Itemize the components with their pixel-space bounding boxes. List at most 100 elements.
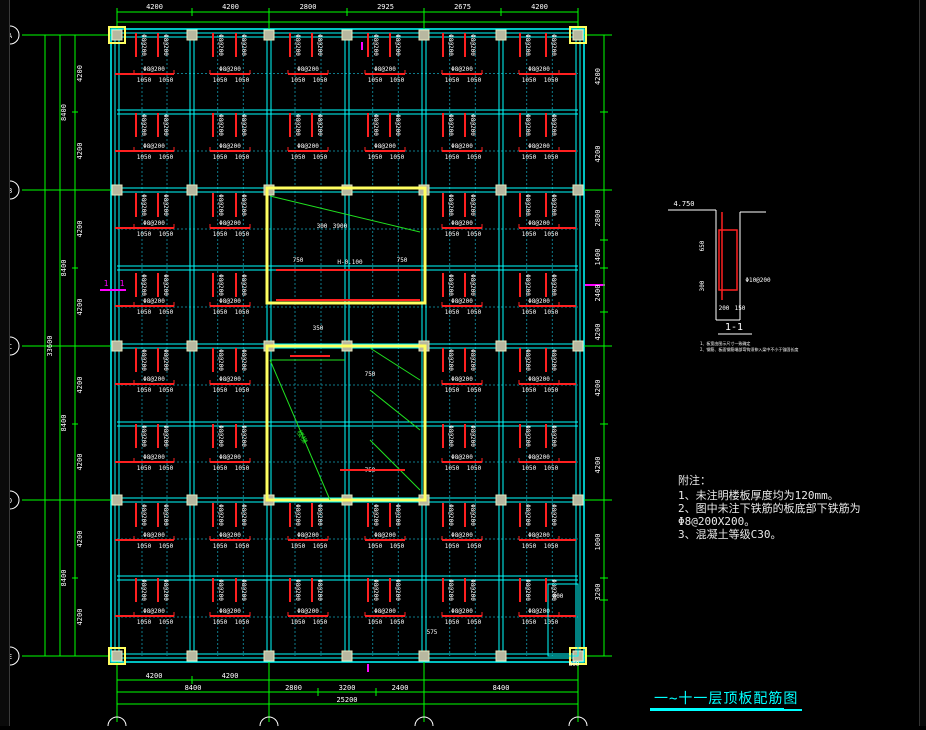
rebar-length: 1050: [445, 465, 460, 472]
rebar-v-spec: Φ8@200: [162, 114, 169, 136]
right-scroll-strip[interactable]: [919, 0, 926, 726]
column: [572, 29, 584, 41]
rebar-spec: Φ8@200: [297, 608, 319, 615]
rebar-v-spec: Φ8@200: [550, 114, 557, 136]
rebar-v-spec: Φ8@200: [140, 425, 147, 447]
rebar-spec: Φ8@200: [451, 298, 473, 305]
right-dim: 2800: [594, 210, 602, 227]
bottom-dim-1: 4200: [222, 672, 239, 680]
rebar-v-spec: Φ8@200: [316, 504, 323, 526]
rebar-length: 1050: [159, 543, 174, 550]
column: [186, 29, 198, 41]
column: [418, 650, 430, 662]
left-dim: 4200: [76, 65, 84, 82]
sheet-title: 一~十一层顶板配筋图: [650, 688, 803, 711]
column: [341, 184, 353, 196]
rebar-spec: Φ8@200: [219, 298, 241, 305]
rebar-v-spec: Φ8@200: [162, 34, 169, 56]
note-line-3: 3、混凝土等级C30。: [678, 528, 782, 541]
stair-line: [269, 195, 421, 233]
rebar-v-spec: Φ8@200: [447, 425, 454, 447]
rebar-v-spec: Φ8@200: [240, 425, 247, 447]
rebar-length: 1050: [159, 231, 174, 238]
rebar-v-spec: Φ8@200: [316, 579, 323, 601]
rebar-v-spec: Φ8@200: [217, 114, 224, 136]
rebar-length: 1050: [235, 543, 250, 550]
rebar-spec: Φ8@200: [451, 220, 473, 227]
rebar-v-spec: Φ8@200: [550, 194, 557, 216]
section-note-2: 2、钢筋、板面钢筋端部弯钩须伸入梁中不小于锚固长度: [700, 346, 798, 352]
rebar-v-spec: Φ8@200: [524, 274, 531, 296]
rebar-v-spec: Φ8@200: [140, 194, 147, 216]
right-dim: 4200: [594, 380, 602, 397]
rebar-length: 1050: [390, 154, 405, 161]
rebar-spec: Φ8@200: [451, 376, 473, 383]
section-mark-label: 1: [120, 279, 125, 288]
section-dim: 150: [735, 305, 746, 312]
drawing-notes: 附注： 1、未注明楼板厚度均为120mm。 2、图中未注下铁筋的板底部下铁筋为Φ…: [678, 474, 926, 541]
corner-column: [108, 647, 126, 665]
rebar-length: 1050: [467, 231, 482, 238]
rebar-v-spec: Φ8@200: [524, 425, 531, 447]
core-rebar-len: 750: [365, 371, 376, 378]
rebar-spec: Φ8@200: [219, 532, 241, 539]
rebar-length: 1050: [368, 77, 383, 84]
rebar-spec: Φ8@200: [219, 376, 241, 383]
rebar-spec: Φ8@200: [219, 454, 241, 461]
rebar-length: 1050: [368, 154, 383, 161]
section-title: 1-1: [725, 322, 743, 333]
rebar-v-spec: Φ8@200: [524, 34, 531, 56]
rebar-spec: Φ8@200: [297, 532, 319, 539]
rebar-length: 1050: [213, 387, 228, 394]
column: [495, 340, 507, 352]
rebar-v-spec: Φ8@200: [217, 34, 224, 56]
rebar-length: 1050: [235, 154, 250, 161]
rebar-length: 1050: [522, 154, 537, 161]
opening-dim: 800: [553, 593, 564, 600]
top-dim: 4200: [222, 3, 239, 11]
column: [263, 184, 275, 196]
left-dim-8400: 8400: [60, 260, 68, 277]
stair-label: 楼梯: [295, 428, 310, 445]
rebar-v-spec: Φ8@200: [469, 34, 476, 56]
rebar-length: 1050: [445, 387, 460, 394]
rebar-length: 1050: [137, 309, 152, 316]
rebar-spec: Φ8@200: [219, 143, 241, 150]
rebar-v-spec: Φ8@200: [162, 194, 169, 216]
rebar-length: 1050: [235, 465, 250, 472]
rebar-length: 1050: [390, 543, 405, 550]
bottom-dim-2: 3200: [339, 684, 356, 692]
rebar-v-spec: Φ8@200: [240, 114, 247, 136]
corner-column: [108, 26, 126, 44]
section-rebar-label: Φ10@200: [745, 277, 771, 284]
note-line-2: 2、图中未注下铁筋的板底部下铁筋为Φ8@200X200。: [678, 502, 861, 528]
rebar-v-spec: Φ8@200: [550, 579, 557, 601]
rebar-v-spec: Φ8@200: [550, 349, 557, 371]
rebar-v-spec: Φ8@200: [240, 579, 247, 601]
rebar-v-spec: Φ8@200: [240, 274, 247, 296]
rebar-length: 1050: [544, 387, 559, 394]
rebar-v-spec: Φ8@200: [294, 34, 301, 56]
rebar-length: 1050: [213, 465, 228, 472]
rebar-length: 1050: [544, 465, 559, 472]
rebar-spec: Φ8@200: [374, 66, 396, 73]
column: [495, 184, 507, 196]
rebar-length: 1050: [213, 231, 228, 238]
rebar-spec: Φ8@200: [143, 143, 165, 150]
rebar-length: 1050: [522, 387, 537, 394]
shaft-opening: [547, 583, 579, 657]
bottom-dim-2: 8400: [493, 684, 510, 692]
section-dim: 200: [719, 305, 730, 312]
column: [495, 29, 507, 41]
rebar-length: 1050: [467, 543, 482, 550]
rebar-v-spec: Φ8@200: [394, 504, 401, 526]
rebar-v-spec: Φ8@200: [469, 504, 476, 526]
rebar-spec: Φ8@200: [219, 66, 241, 73]
rebar-v-spec: Φ8@200: [240, 34, 247, 56]
column: [111, 340, 123, 352]
rebar-v-spec: Φ8@200: [447, 34, 454, 56]
rebar-length: 1050: [159, 309, 174, 316]
left-dim-8400: 8400: [60, 570, 68, 587]
left-toolbar-strip: [0, 0, 10, 726]
